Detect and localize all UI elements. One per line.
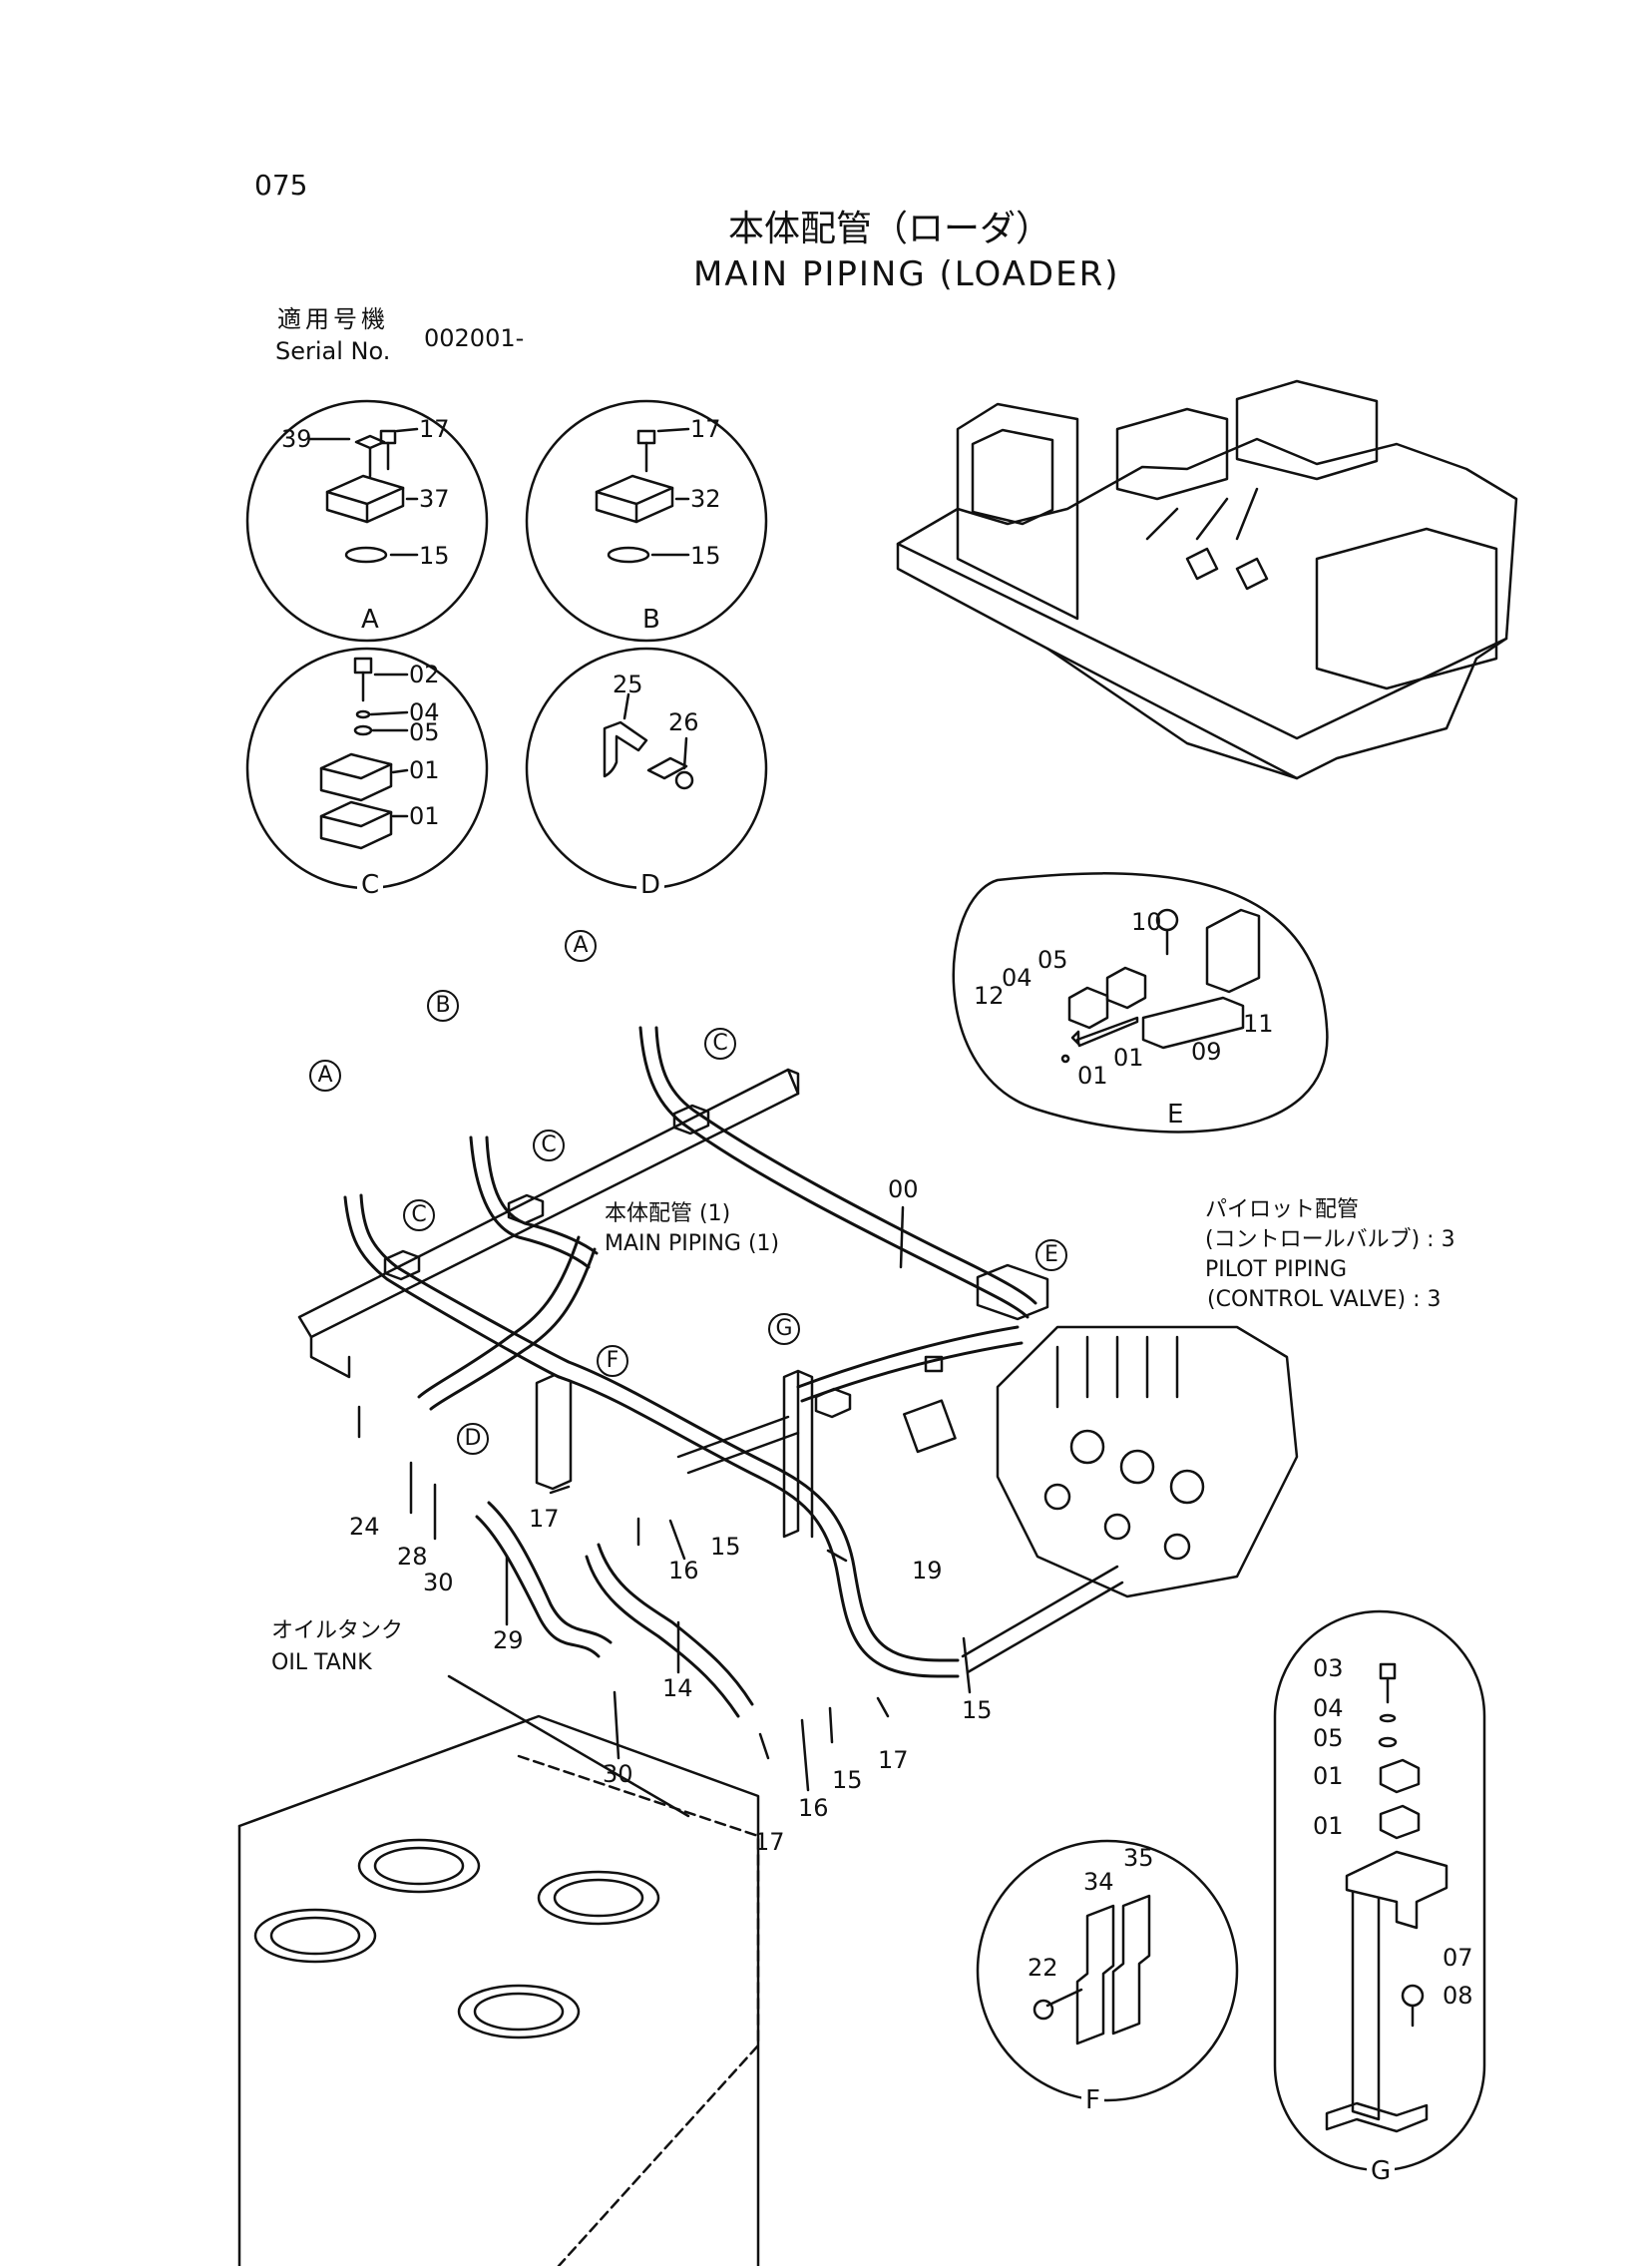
- detail-b-part-17: 17: [690, 415, 721, 443]
- detail-g-part-07: 07: [1443, 1944, 1473, 1972]
- detail-e-part-01a: 01: [1077, 1062, 1108, 1090]
- detail-f-part-34: 34: [1083, 1868, 1114, 1896]
- callout-bubble-g: G: [768, 1313, 800, 1345]
- main-part-15b: 15: [832, 1766, 863, 1794]
- detail-d-letter: D: [636, 872, 665, 898]
- main-part-17b: 17: [754, 1828, 785, 1856]
- detail-circle-g: [1273, 1609, 1486, 2172]
- title-japanese: 本体配管（ローダ）: [728, 209, 1052, 249]
- main-part-30b: 30: [603, 1760, 633, 1788]
- main-part-28: 28: [397, 1543, 428, 1571]
- detail-c-part-05: 05: [409, 718, 440, 746]
- detail-e-part-12: 12: [974, 982, 1005, 1010]
- detail-circle-a: [245, 399, 489, 643]
- callout-bubble-e: E: [1035, 1239, 1067, 1271]
- detail-circle-d: [525, 647, 768, 890]
- serial-label-english: Serial No.: [275, 337, 391, 365]
- detail-c-part-01a: 01: [409, 756, 440, 784]
- detail-e-part-11: 11: [1243, 1010, 1274, 1038]
- detail-g-part-08: 08: [1443, 1982, 1473, 2010]
- main-part-19: 19: [912, 1557, 943, 1585]
- oil-tank-label-en: OIL TANK: [271, 1650, 372, 1675]
- main-part-00: 00: [888, 1175, 919, 1203]
- main-part-17c: 17: [878, 1746, 909, 1774]
- callout-bubble-c-1: C: [704, 1028, 736, 1060]
- detail-circle-e: [952, 872, 1329, 1133]
- callout-bubble-c-2: C: [533, 1130, 565, 1161]
- main-part-24: 24: [349, 1513, 380, 1541]
- pilot-piping-label-jp-2: (コントロールバルブ) : 3: [1205, 1227, 1455, 1252]
- main-part-14: 14: [662, 1674, 693, 1702]
- detail-e-part-04: 04: [1002, 964, 1032, 992]
- detail-g-letter: G: [1367, 2158, 1396, 2184]
- pilot-piping-label-en: PILOT PIPING: [1205, 1257, 1347, 1282]
- main-part-15a: 15: [710, 1533, 741, 1561]
- pilot-piping-label-jp: パイロット配管: [1205, 1197, 1360, 1222]
- detail-e-part-05: 05: [1037, 946, 1068, 974]
- detail-e-part-10: 10: [1131, 908, 1162, 936]
- detail-f-part-35: 35: [1123, 1844, 1154, 1872]
- detail-e-letter: E: [1163, 1102, 1188, 1128]
- detail-c-part-01b: 01: [409, 802, 440, 830]
- page-number: 075: [254, 169, 308, 202]
- detail-a-part-17: 17: [419, 415, 450, 443]
- main-part-29: 29: [493, 1626, 524, 1654]
- main-piping-label-en: MAIN PIPING (1): [605, 1231, 780, 1256]
- serial-label-japanese: 適用号機: [277, 305, 389, 333]
- machine-outline: [896, 379, 1518, 780]
- callout-bubble-a-1: A: [565, 930, 597, 962]
- detail-g-part-03: 03: [1313, 1654, 1344, 1682]
- callout-bubble-f: F: [597, 1345, 628, 1377]
- detail-circle-c: [245, 647, 489, 890]
- pilot-piping-label-en-2: (CONTROL VALVE) : 3: [1207, 1287, 1442, 1312]
- detail-a-part-37: 37: [419, 485, 450, 513]
- detail-e-part-01b: 01: [1113, 1044, 1144, 1072]
- main-part-16a: 16: [668, 1557, 699, 1585]
- detail-c-letter: C: [357, 872, 384, 898]
- detail-a-part-39: 39: [281, 425, 312, 453]
- detail-g-part-01a: 01: [1313, 1762, 1344, 1790]
- detail-f-part-22: 22: [1028, 1954, 1058, 1982]
- detail-c-part-02: 02: [409, 661, 440, 688]
- detail-f-letter: F: [1081, 2087, 1104, 2113]
- callout-bubble-a-2: A: [309, 1060, 341, 1092]
- detail-g-part-04: 04: [1313, 1694, 1344, 1722]
- detail-g-part-01b: 01: [1313, 1812, 1344, 1840]
- detail-circle-b: [525, 399, 768, 643]
- detail-b-part-32: 32: [690, 485, 721, 513]
- main-piping-assembly: [237, 1026, 1299, 2266]
- main-part-15c: 15: [962, 1696, 993, 1724]
- detail-d-part-26: 26: [668, 708, 699, 736]
- main-part-30a: 30: [423, 1569, 454, 1596]
- main-part-17a: 17: [529, 1505, 560, 1533]
- title-english: MAIN PIPING (LOADER): [693, 254, 1120, 294]
- main-part-16b: 16: [798, 1794, 829, 1822]
- detail-e-part-09: 09: [1191, 1038, 1222, 1066]
- detail-a-part-15: 15: [419, 542, 450, 570]
- detail-d-part-25: 25: [613, 671, 643, 698]
- serial-value: 002001-: [424, 324, 525, 352]
- detail-c-part-04: 04: [409, 698, 440, 726]
- callout-bubble-c-3: C: [403, 1199, 435, 1231]
- detail-b-part-15: 15: [690, 542, 721, 570]
- detail-circle-f: [976, 1839, 1239, 2102]
- callout-bubble-d: D: [457, 1423, 489, 1455]
- detail-a-letter: A: [357, 607, 383, 633]
- callout-bubble-b: B: [427, 990, 459, 1022]
- detail-g-part-05: 05: [1313, 1724, 1344, 1752]
- main-piping-label-jp: 本体配管 (1): [605, 1201, 731, 1226]
- detail-b-letter: B: [638, 607, 664, 633]
- oil-tank-label-jp: オイルタンク: [271, 1618, 404, 1643]
